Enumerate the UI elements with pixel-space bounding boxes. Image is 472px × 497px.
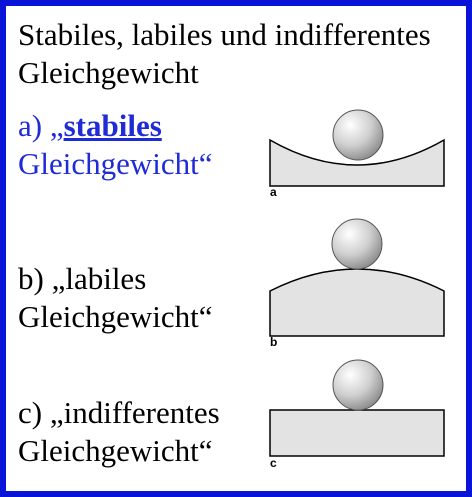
figure-b-label: b: [270, 335, 277, 349]
figure-b-labile: b: [269, 218, 445, 349]
item-b-prefix: b) „labiles: [18, 261, 147, 296]
item-c-prefix: c) „indifferentes: [18, 395, 220, 430]
item-b-label: b) „labiles Gleichgewicht“: [18, 260, 268, 336]
ball-c: [332, 359, 384, 411]
ball-a: [332, 109, 384, 161]
hill-surface: [269, 268, 445, 337]
slide-title: Stabiles, labiles und indifferentes Glei…: [18, 17, 431, 90]
figure-a-stable: a: [269, 109, 445, 199]
item-a-prefix: a) „: [18, 108, 64, 143]
ball-b: [331, 218, 383, 270]
figure-c-label: c: [270, 456, 277, 470]
bowl-surface: [269, 138, 445, 187]
flat-surface: [269, 409, 445, 457]
item-c-label: c) „indifferentes Gleichgewicht“: [18, 394, 268, 470]
item-c-suffix: Gleichgewicht“: [18, 433, 213, 468]
figure-a-label: a: [270, 185, 277, 199]
item-a-label: a) „stabiles Gleichgewicht“: [18, 107, 268, 183]
item-b-suffix: Gleichgewicht“: [18, 299, 213, 334]
figure-c-indifferent: c: [269, 359, 445, 470]
item-a-keyword-link[interactable]: stabiles: [63, 108, 162, 143]
item-a-suffix: Gleichgewicht“: [18, 146, 213, 181]
